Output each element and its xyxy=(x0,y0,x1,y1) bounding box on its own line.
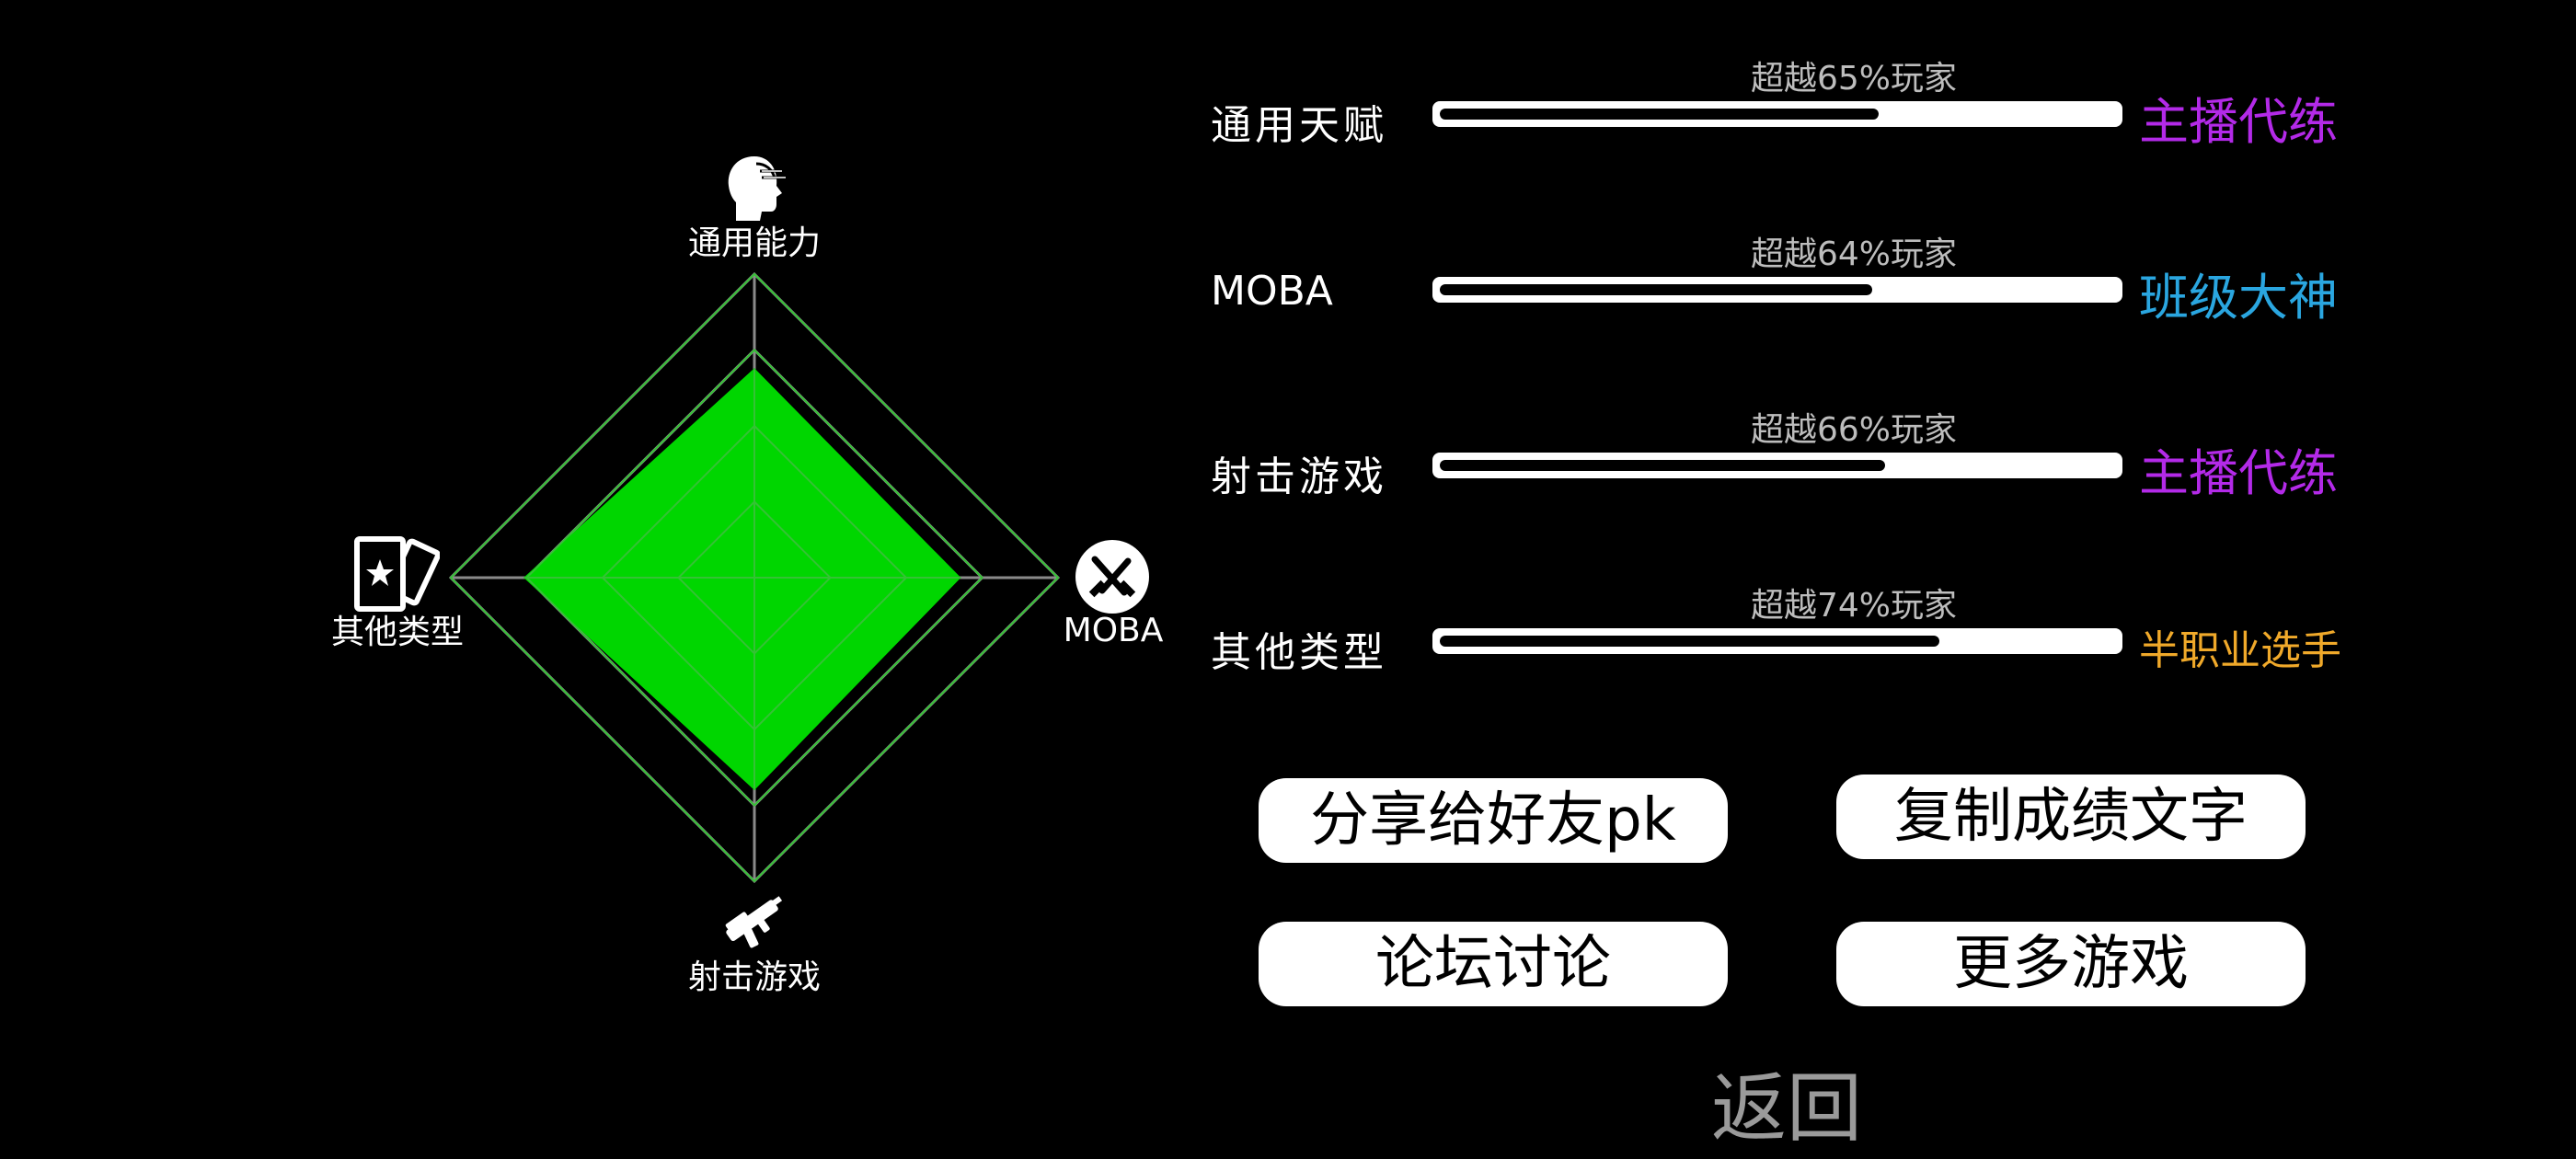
stat-row-moba: MOBA 超越64%玩家 班级大神 xyxy=(1196,227,2392,328)
progress-bar xyxy=(1432,277,2122,303)
rank-title: 主播代练 xyxy=(2139,444,2338,502)
axis-label-other: 其他类型 xyxy=(330,614,465,651)
axis-label-general: 通用能力 xyxy=(687,224,822,262)
radar-inner-ring xyxy=(525,349,983,807)
stat-row-shooter: 射击游戏 超越66%玩家 主播代练 xyxy=(1196,403,2392,504)
progress-fill xyxy=(1440,636,1940,647)
progress-fill xyxy=(1440,109,1880,120)
progress-bar xyxy=(1432,453,2122,478)
stat-name: 通用天赋 xyxy=(1211,102,1387,149)
stat-name: MOBA xyxy=(1211,268,1333,315)
stat-name: 其他类型 xyxy=(1211,629,1387,676)
radar-chart xyxy=(448,271,1061,884)
progress-fill xyxy=(1440,460,1886,471)
progress-fill xyxy=(1440,284,1872,295)
back-button[interactable]: 返回 xyxy=(1711,1065,1863,1153)
card-icon xyxy=(354,536,440,612)
more-games-button[interactable]: 更多游戏 xyxy=(1836,922,2306,1006)
axis-label-moba: MOBA xyxy=(1063,612,1164,649)
moba-icon xyxy=(1075,540,1149,614)
radar-inner-grid xyxy=(449,272,1060,883)
stat-name: 射击游戏 xyxy=(1211,453,1387,500)
axis-label-shooter: 射击游戏 xyxy=(687,958,822,996)
share-button[interactable]: 分享给好友pk xyxy=(1259,778,1728,863)
surpass-text: 超越74%玩家 xyxy=(1750,587,1958,625)
rank-title: 半职业选手 xyxy=(2139,627,2341,674)
surpass-text: 超越65%玩家 xyxy=(1750,60,1958,98)
forum-button[interactable]: 论坛讨论 xyxy=(1259,922,1728,1006)
rank-title: 班级大神 xyxy=(2139,269,2338,327)
progress-bar xyxy=(1432,628,2122,654)
progress-bar xyxy=(1432,101,2122,127)
head-icon xyxy=(728,156,786,221)
stat-row-general: 通用天赋 超越65%玩家 主播代练 xyxy=(1196,52,2392,153)
surpass-text: 超越66%玩家 xyxy=(1750,411,1958,449)
radar-inner-ring xyxy=(449,272,1060,883)
gun-icon xyxy=(725,896,783,948)
stat-row-other: 其他类型 超越74%玩家 半职业选手 xyxy=(1196,579,2392,680)
rank-title: 主播代练 xyxy=(2139,93,2338,151)
surpass-text: 超越64%玩家 xyxy=(1750,235,1958,273)
radar-area xyxy=(523,368,961,790)
copy-result-button[interactable]: 复制成绩文字 xyxy=(1836,775,2306,859)
